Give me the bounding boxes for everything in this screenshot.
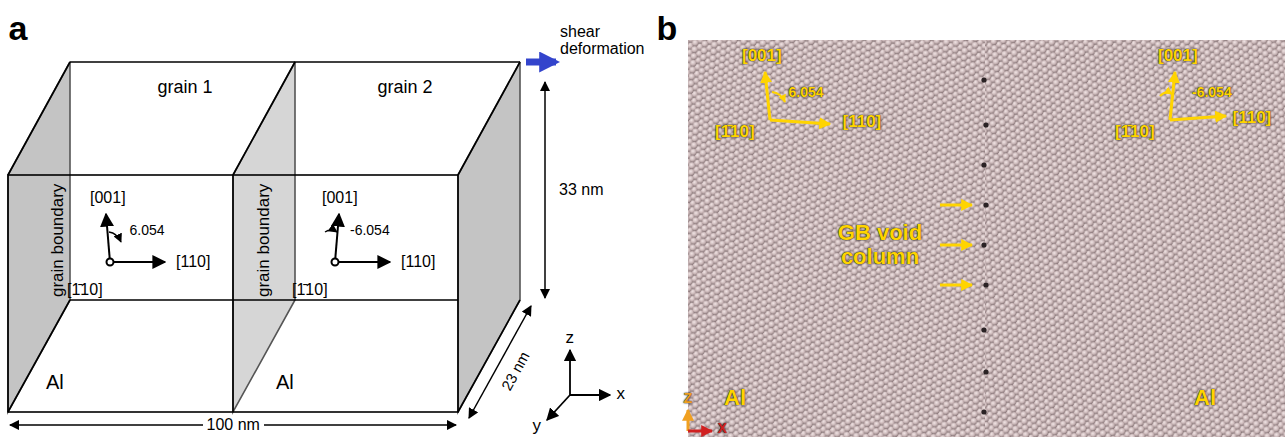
pointer-arrow [940, 284, 972, 287]
orientation-triad [106, 214, 165, 266]
gb-void [983, 202, 988, 207]
direction-label: [001] [322, 189, 358, 207]
box-front-face [8, 175, 458, 412]
boundary-label: grain boundary [49, 183, 68, 296]
rotation-arc [1160, 92, 1172, 96]
axis-arrow [110, 261, 165, 263]
rotation-arc [325, 230, 337, 232]
atomistic-snapshot [688, 40, 1285, 437]
direction-label: [1̄10] [67, 281, 103, 299]
axis-arrow [570, 394, 610, 396]
panel-letter: b [657, 10, 678, 47]
axis-arrow [688, 430, 712, 433]
box-edge [458, 300, 520, 412]
gb-void [981, 409, 986, 414]
simulation-box [8, 62, 520, 412]
coordinate-axes [547, 350, 610, 420]
direction-label: [110] [176, 253, 210, 271]
rotation-arc [772, 92, 785, 102]
angle-label: 6.054 [789, 85, 824, 100]
material-label: Al [46, 371, 64, 393]
box-edge [8, 62, 70, 175]
panel-letter: a [9, 10, 28, 47]
direction-label: [001] [90, 189, 126, 207]
grain-label: grain 1 [158, 78, 213, 98]
material-label: Al [276, 371, 294, 393]
gb-void [981, 162, 986, 167]
box-edge [8, 300, 70, 412]
gb-void [983, 282, 988, 287]
out-of-plane-axis [107, 259, 114, 266]
shear-arrow [526, 59, 556, 66]
grain-label: grain 2 [378, 78, 433, 98]
dimension-lines [10, 82, 545, 425]
axis-arrow [1170, 116, 1226, 120]
gb-void [981, 327, 986, 332]
rotation-arc [109, 232, 121, 242]
pointer-arrow [940, 244, 972, 247]
axis-arrow [569, 350, 571, 395]
axis-label: X [718, 421, 727, 436]
axis-arrow [1170, 72, 1175, 120]
coordinate-axes [688, 410, 712, 431]
box-edge [233, 62, 295, 175]
box-edge [70, 299, 458, 301]
axis-arrow [335, 214, 339, 262]
orientation-triad [765, 72, 830, 124]
gb-void [983, 369, 988, 374]
axis-arrow [335, 261, 390, 263]
box-edge [458, 62, 520, 175]
gb-void [981, 77, 986, 82]
axis-label: x [617, 385, 626, 404]
axis-label: y [533, 417, 542, 436]
callout-label: GB void column [830, 221, 930, 269]
direction-label: [001] [742, 47, 782, 66]
grain-boundary-plane [233, 62, 295, 412]
grain-lattice [985, 40, 1285, 437]
direction-label: [110] [843, 113, 882, 132]
material-label: Al [724, 386, 746, 410]
dimension-label: 23 nm [499, 349, 534, 393]
direction-label: [1̄10] [715, 123, 755, 142]
gb-void [981, 242, 986, 247]
axis-arrow [547, 395, 570, 420]
angle-label: -6.054 [1192, 85, 1232, 100]
direction-label: [110] [1233, 109, 1272, 128]
axis-arrow [687, 410, 690, 431]
angle-label: -6.054 [350, 223, 390, 238]
axis-arrow [765, 72, 770, 120]
direction-label: [1̄10] [1115, 123, 1155, 142]
direction-label: [110] [401, 253, 435, 271]
direction-label: [001] [1158, 47, 1198, 66]
grain-boundary-plane [8, 62, 70, 412]
pointer-arrow [940, 204, 972, 207]
direction-label: [1̄10] [292, 281, 328, 299]
axis-arrow [106, 214, 110, 262]
dimension-label: 33 nm [559, 181, 603, 199]
grain-boundary-plane [458, 62, 520, 412]
dimension-label: 100 nm [203, 416, 264, 434]
material-label: Al [1194, 386, 1216, 410]
axis-label: z [566, 329, 575, 348]
gb-void [983, 122, 988, 127]
box-edge [232, 175, 234, 412]
gb-voids [981, 77, 988, 414]
angle-label: 6.054 [130, 223, 165, 238]
pointer-arrows [940, 205, 972, 285]
dimension-arrow [544, 82, 546, 298]
orientation-triad [325, 214, 390, 266]
load-label: shear deformation [560, 23, 660, 58]
axis-label: Z [684, 391, 693, 406]
grain-lattice [688, 40, 985, 437]
boundary-label: grain boundary [255, 183, 274, 296]
axis-arrow [770, 120, 830, 124]
out-of-plane-axis [332, 259, 339, 266]
